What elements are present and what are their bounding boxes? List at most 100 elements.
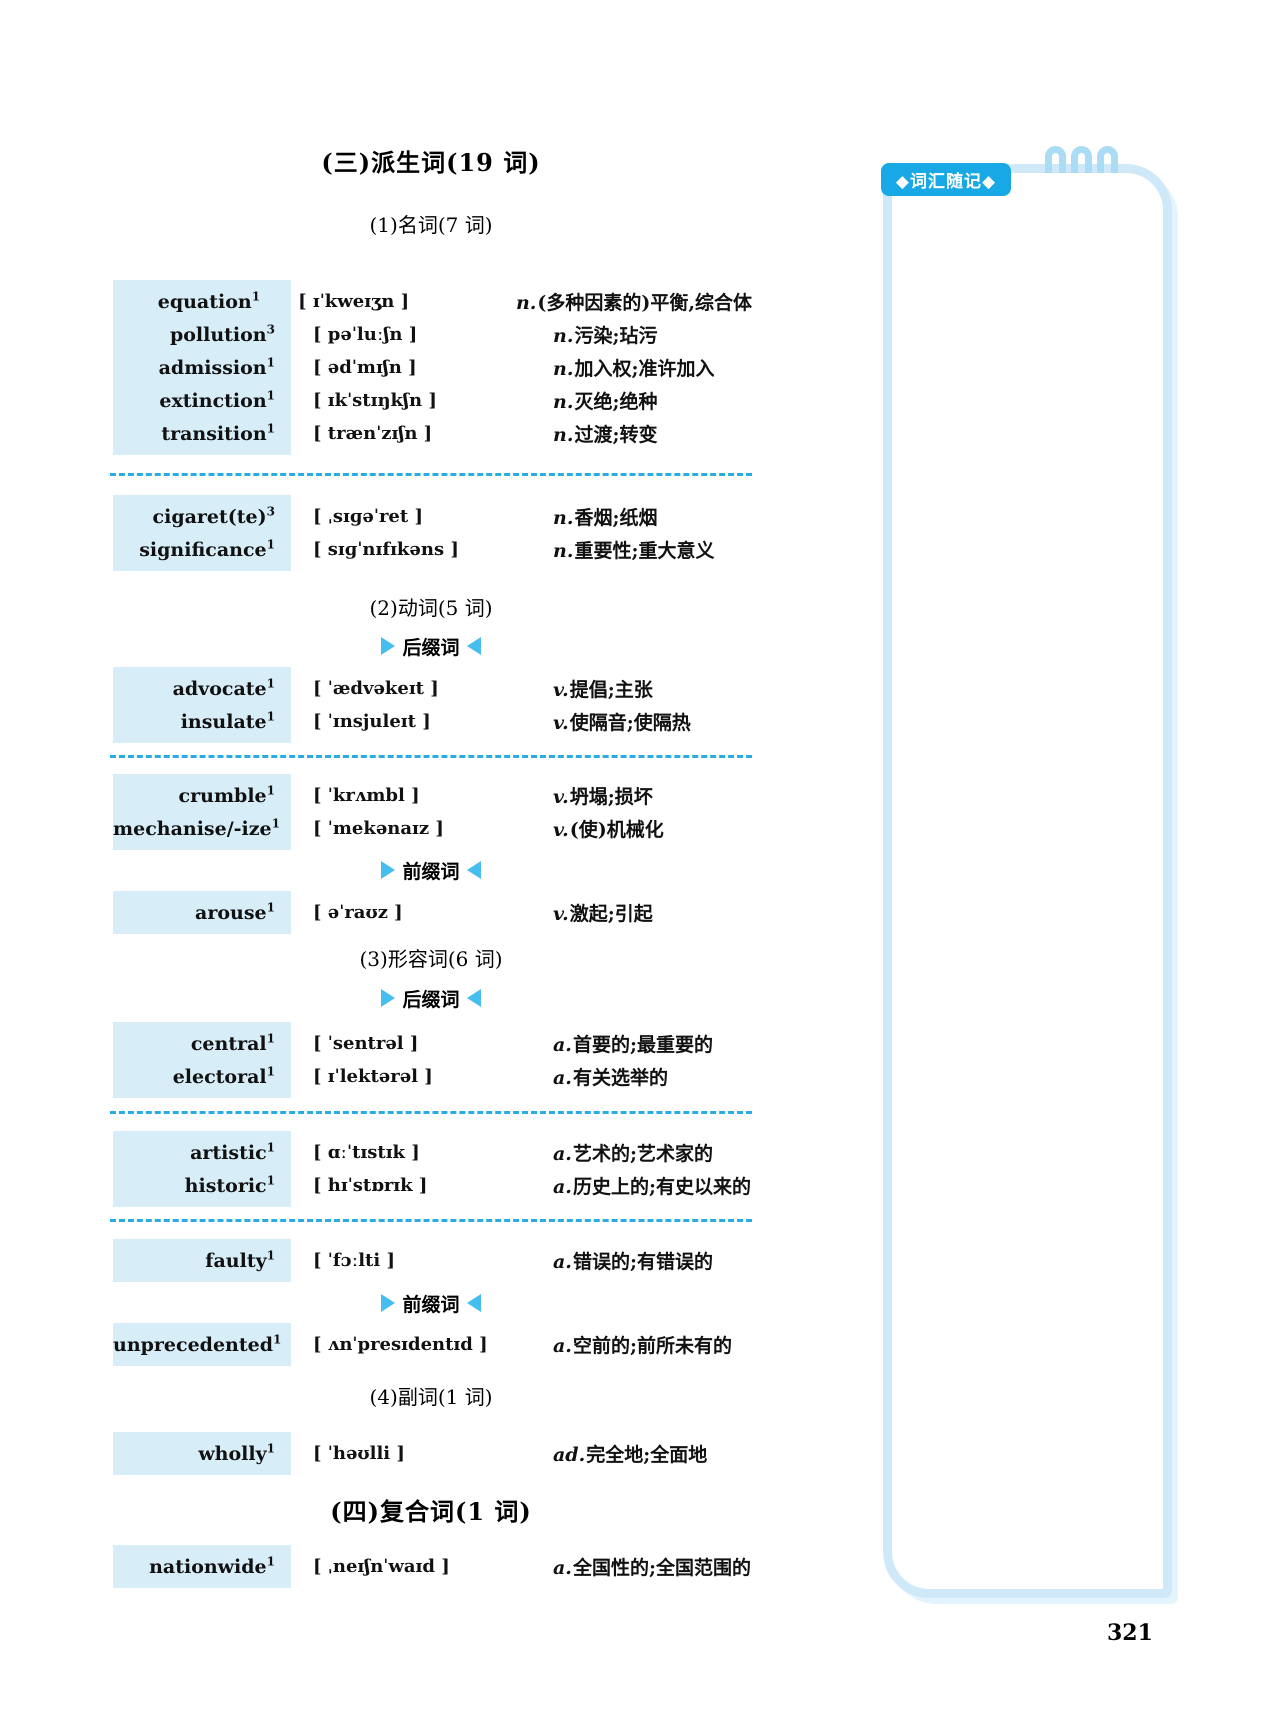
word-row: nationwide1[ ˌneɪʃnˈwaɪd ]a.全国性的;全国范围的 bbox=[110, 1550, 752, 1583]
word-column-highlight bbox=[113, 280, 291, 455]
page-number: 321 bbox=[1107, 1620, 1153, 1646]
meaning-text: 有关选举的 bbox=[572, 1067, 668, 1089]
word-column-highlight bbox=[113, 1323, 291, 1366]
word-frequency-superscript: 1 bbox=[251, 289, 261, 304]
word-text: equation bbox=[157, 290, 252, 313]
word-row: wholly1[ ˈhəʊlli ]ad.完全地;全面地 bbox=[110, 1437, 752, 1470]
word-frequency-superscript: 1 bbox=[266, 709, 275, 724]
chinese-meaning: v.提倡;主张 bbox=[553, 675, 752, 702]
word-frequency-superscript: 1 bbox=[271, 816, 280, 831]
word-text: historic bbox=[184, 1174, 267, 1197]
word-frequency-superscript: 1 bbox=[266, 537, 275, 552]
phonetic-transcription: [ ˈhəʊlli ] bbox=[313, 1443, 405, 1464]
word-row: pollution3[ pəˈluːʃn ]n.污染;玷污 bbox=[110, 318, 752, 351]
meaning-text: 过渡;转变 bbox=[574, 424, 658, 446]
word-row: advocate1[ ˈædvəkeɪt ]v.提倡;主张 bbox=[110, 672, 752, 705]
meaning-text: 坍塌;损坏 bbox=[569, 786, 653, 808]
phonetic-transcription: [ ˈsentrəl ] bbox=[313, 1033, 419, 1054]
section-title: (三)派生词(19 词) bbox=[321, 148, 541, 177]
chinese-meaning: a.错误的;有错误的 bbox=[553, 1247, 752, 1274]
meaning-text: 错误的;有错误的 bbox=[572, 1251, 713, 1273]
part-of-speech: n. bbox=[553, 391, 574, 413]
dashed-divider bbox=[110, 755, 752, 758]
word-text: unprecedented bbox=[113, 1333, 274, 1356]
word-text: advocate bbox=[172, 677, 267, 700]
part-of-speech: a. bbox=[553, 1143, 572, 1165]
word-row: faulty1[ ˈfɔːlti ]a.错误的;有错误的 bbox=[110, 1244, 752, 1277]
phonetic-transcription: [ ˈɪnsjuleɪt ] bbox=[313, 711, 431, 732]
dashed-divider bbox=[110, 473, 752, 476]
meaning-text: 首要的;最重要的 bbox=[572, 1034, 713, 1056]
meaning-text: 重要性;重大意义 bbox=[574, 540, 715, 562]
chinese-meaning: a.首要的;最重要的 bbox=[553, 1030, 752, 1057]
right-triangle-icon bbox=[381, 861, 396, 879]
word-text: admission bbox=[158, 356, 267, 379]
word-entry: equation1 bbox=[113, 289, 276, 313]
word-row: electoral1[ ɪˈlektərəl ]a.有关选举的 bbox=[110, 1060, 752, 1093]
word-text: artistic bbox=[190, 1141, 267, 1164]
right-triangle-icon bbox=[381, 989, 396, 1007]
word-group: arouse1[ əˈraʊz ]v.激起;引起 bbox=[110, 891, 752, 934]
phonetic-transcription: [ pəˈluːʃn ] bbox=[313, 324, 418, 345]
chinese-meaning: n.香烟;纸烟 bbox=[553, 503, 752, 530]
chinese-meaning: a.全国性的;全国范围的 bbox=[553, 1553, 752, 1580]
word-frequency-superscript: 3 bbox=[266, 322, 275, 337]
left-triangle-icon bbox=[466, 637, 481, 655]
word-row: mechanise/-ize1[ ˈmekənaɪz ]v.(使)机械化 bbox=[110, 812, 752, 845]
phonetic-transcription: [ ˌsɪɡəˈret ] bbox=[313, 506, 423, 527]
meaning-text: 历史上的;有史以来的 bbox=[572, 1176, 751, 1198]
word-frequency-superscript: 1 bbox=[273, 1332, 282, 1347]
word-row: unprecedented1[ ʌnˈpresɪdentɪd ]a.空前的;前所… bbox=[110, 1328, 752, 1361]
dashed-divider bbox=[110, 1219, 752, 1222]
subsection-heading: (2)动词(5 词) bbox=[369, 596, 493, 620]
word-column-highlight bbox=[113, 1545, 291, 1588]
word-row: admission1[ ədˈmɪʃn ]n.加入权;准许加入 bbox=[110, 351, 752, 384]
word-row: extinction1[ ɪkˈstɪŋkʃn ]n.灭绝;绝种 bbox=[110, 384, 752, 417]
word-row: arouse1[ əˈraʊz ]v.激起;引起 bbox=[110, 896, 752, 929]
word-frequency-superscript: 3 bbox=[266, 504, 275, 519]
part-of-speech: v. bbox=[553, 903, 569, 925]
phonetic-transcription: [ ˌneɪʃnˈwaɪd ] bbox=[313, 1556, 450, 1577]
phonetic-transcription: [ sɪɡˈnɪfɪkəns ] bbox=[313, 539, 459, 560]
word-column-highlight bbox=[113, 667, 291, 743]
word-frequency-superscript: 1 bbox=[266, 388, 275, 403]
phonetic-transcription: [ əˈraʊz ] bbox=[313, 902, 403, 923]
word-entry: extinction1 bbox=[113, 388, 291, 411]
part-of-speech: n. bbox=[553, 507, 574, 529]
part-of-speech: a. bbox=[553, 1034, 572, 1056]
word-column-highlight bbox=[113, 1432, 291, 1475]
chinese-meaning: a.空前的;前所未有的 bbox=[553, 1331, 752, 1358]
word-text: electoral bbox=[172, 1065, 267, 1088]
part-of-speech: v. bbox=[553, 786, 569, 808]
word-row: artistic1[ ɑːˈtɪstɪk ]a.艺术的;艺术家的 bbox=[110, 1136, 752, 1169]
chinese-meaning: v.(使)机械化 bbox=[553, 815, 752, 842]
word-frequency-superscript: 1 bbox=[266, 1554, 275, 1569]
word-entry: historic1 bbox=[113, 1174, 291, 1197]
word-text: central bbox=[190, 1032, 267, 1055]
part-of-speech: a. bbox=[553, 1251, 572, 1273]
part-of-speech: n. bbox=[553, 358, 574, 380]
right-triangle-icon bbox=[381, 1294, 396, 1312]
meaning-text: 空前的;前所未有的 bbox=[572, 1335, 732, 1357]
word-frequency-superscript: 1 bbox=[266, 421, 275, 436]
phonetic-transcription: [ ɪˈlektərəl ] bbox=[313, 1066, 433, 1087]
word-entry: admission1 bbox=[113, 356, 291, 379]
word-row: historic1[ hɪˈstɒrɪk ]a.历史上的;有史以来的 bbox=[110, 1169, 752, 1202]
left-triangle-icon bbox=[466, 1294, 481, 1312]
part-of-speech: v. bbox=[553, 819, 569, 841]
meaning-text: 提倡;主张 bbox=[569, 679, 653, 701]
part-of-speech: a. bbox=[553, 1557, 572, 1579]
word-entry: pollution3 bbox=[113, 322, 291, 345]
word-text: wholly bbox=[198, 1442, 267, 1465]
left-triangle-icon bbox=[466, 861, 481, 879]
word-frequency-superscript: 1 bbox=[266, 1441, 275, 1456]
phonetic-transcription: [ ɪˈkweɪʒn ] bbox=[298, 291, 410, 312]
word-row: central1[ ˈsentrəl ]a.首要的;最重要的 bbox=[110, 1027, 752, 1060]
word-frequency-superscript: 1 bbox=[266, 1248, 275, 1263]
chinese-meaning: v.激起;引起 bbox=[553, 899, 752, 926]
meaning-text: 激起;引起 bbox=[569, 903, 653, 925]
meaning-text: 灭绝;绝种 bbox=[574, 391, 658, 413]
